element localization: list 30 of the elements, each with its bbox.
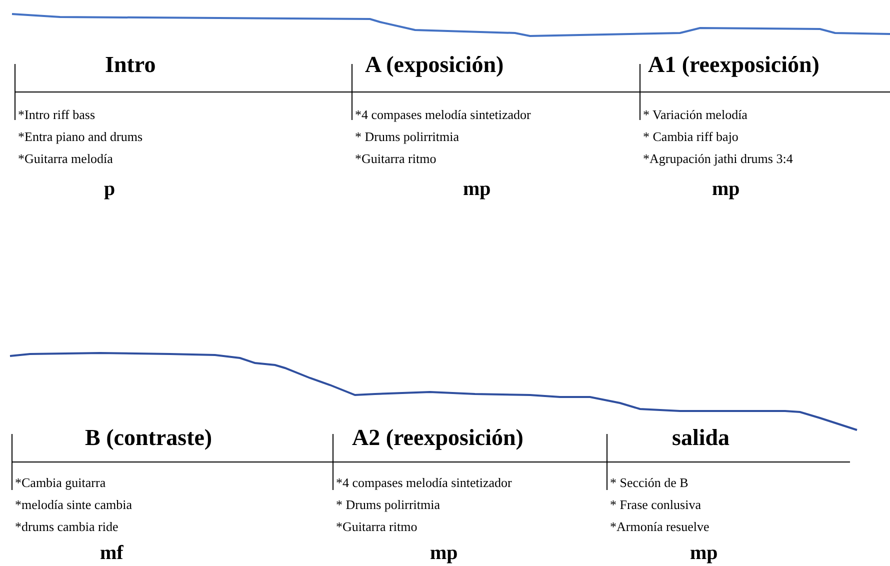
instrument-note: *Agrupación jathi drums 3:4 [643, 150, 793, 168]
instrument-note: * Sección de B [610, 474, 688, 492]
instrument-note: * Variación melodía [643, 106, 748, 124]
dynamic-marking: mp [690, 541, 718, 566]
section-heading: Intro [105, 51, 156, 79]
instrument-note: *drums cambia ride [15, 518, 118, 536]
instrument-note: *Guitarra ritmo [336, 518, 418, 536]
section-heading: A (exposición) [365, 51, 504, 79]
instrument-note: *Cambia guitarra [15, 474, 106, 492]
dynamic-marking: mp [463, 177, 491, 202]
instrument-note: * Drums polirritmia [336, 496, 440, 514]
instrument-note: * Drums polirritmia [355, 128, 459, 146]
instrument-note: *Guitarra ritmo [355, 150, 436, 168]
section-heading: B (contraste) [85, 424, 212, 452]
section-heading: salida [672, 424, 730, 452]
instrument-note: *melodía sinte cambia [15, 496, 132, 514]
instrument-note: *Armonía resuelve [610, 518, 710, 536]
instrument-note: *Guitarra melodía [18, 150, 113, 168]
dynamic-marking: mp [430, 541, 458, 566]
instrument-note: *4 compases melodía sintetizador [355, 106, 531, 124]
dynamic-marking: mf [100, 541, 124, 566]
section-heading: A1 (reexposición) [648, 51, 820, 79]
instrument-note: * Frase conlusiva [610, 496, 701, 514]
instrument-note: *Entra piano and drums [18, 128, 143, 146]
dynamic-marking: p [104, 177, 116, 202]
instrument-note: * Cambia riff bajo [643, 128, 738, 146]
instrument-note: *4 compases melodía sintetizador [336, 474, 512, 492]
section-heading: A2 (reexposición) [352, 424, 524, 452]
dynamic-marking: mp [712, 177, 740, 202]
instrument-note: *Intro riff bass [18, 106, 96, 124]
